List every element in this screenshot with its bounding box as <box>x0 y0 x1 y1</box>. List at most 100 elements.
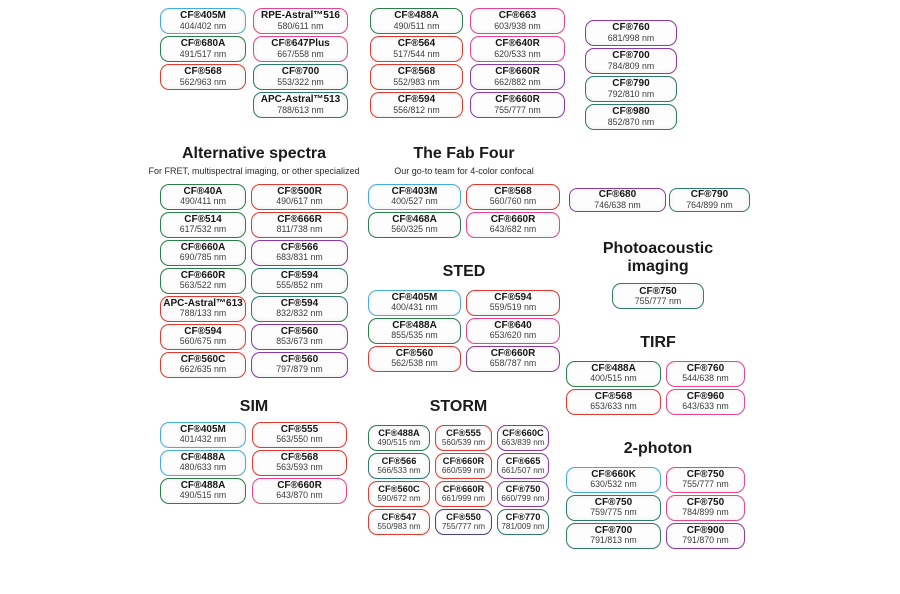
dye-wavelengths: 662/635 nm <box>179 364 227 375</box>
dye-name: CF®594 <box>184 326 222 338</box>
dye-wavelengths: 643/870 nm <box>276 490 323 501</box>
dye-wavelengths: 544/638 nm <box>682 373 729 384</box>
dye-name: CF®568 <box>494 186 532 198</box>
dye-wavelengths: 562/963 nm <box>179 76 227 87</box>
dye-wavelengths: 620/533 nm <box>494 48 541 59</box>
dye-name: CF®760 <box>612 22 650 34</box>
dye-name: CF®488A <box>180 452 226 464</box>
dye-wavelengths: 764/899 nm <box>686 199 733 210</box>
dye-name: CF®594 <box>397 94 436 106</box>
dye-name: CF®640 <box>494 320 532 332</box>
dye-name: CF®594 <box>494 292 532 304</box>
dye-name: CF®555 <box>446 427 481 438</box>
alternative-spectra-subtitle: For FRET, multispectral imaging, or othe… <box>148 165 360 176</box>
dye-wavelengths: 563/550 nm <box>276 434 323 445</box>
dye-name: CF®660R <box>490 348 536 360</box>
dye-wavelengths: 552/983 nm <box>393 76 440 87</box>
dye-name: CF®468A <box>392 214 437 226</box>
dye-wavelengths: 401/432 nm <box>179 434 227 445</box>
dye-name: CF®488A <box>392 320 437 332</box>
dye-name: CF®660R <box>442 483 485 494</box>
dye-name: CF®680A <box>180 38 226 50</box>
dye-wavelengths: 755/777 nm <box>634 295 682 306</box>
dye-name: CF®700 <box>281 66 320 78</box>
dye-wavelengths: 660/799 nm <box>501 494 545 504</box>
dye-name: CF®555 <box>280 424 319 436</box>
dye-wavelengths: 490/515 nm <box>179 490 227 501</box>
dye-name: CF®403M <box>391 186 438 198</box>
dye-wavelengths: 681/998 nm <box>607 32 655 43</box>
dye-name: CF®750 <box>594 497 633 509</box>
dye-wavelengths: 580/611 nm <box>277 20 324 31</box>
sted-heading: STED <box>442 263 486 280</box>
dye-wavelengths: 603/938 nm <box>494 20 541 31</box>
dye-name: CF®488A <box>180 480 226 492</box>
dye-wavelengths: 784/899 nm <box>682 507 729 518</box>
alternative-spectra-heading: Alternative spectra <box>181 145 327 162</box>
dye-name: CF®405M <box>180 10 226 22</box>
dye-name: CF®750 <box>639 285 677 297</box>
dye-name: CF®560 <box>280 354 319 366</box>
dye-wavelengths: 658/787 nm <box>489 358 537 369</box>
dye-name: APC-Astral™513 <box>260 94 341 106</box>
dye-name: CF®760 <box>686 363 725 375</box>
dye-wavelengths: 784/809 nm <box>607 60 655 71</box>
dye-wavelengths: 562/538 nm <box>391 358 438 369</box>
dye-wavelengths: 559/519 nm <box>489 302 537 313</box>
dye-wavelengths: 855/535 nm <box>391 330 438 341</box>
dye-wavelengths: 555/852 nm <box>276 280 323 291</box>
dye-name: CF®594 <box>280 298 319 310</box>
dye-wavelengths: 653/620 nm <box>489 330 537 341</box>
fab-four-subtitle: Our go-to team for 4-color confocal <box>394 165 534 176</box>
dye-wavelengths: 617/532 nm <box>179 224 227 235</box>
photoacoustic-heading: Photoacoustic imaging <box>602 240 714 275</box>
dye-name: RPE-Astral™516 <box>261 10 340 22</box>
dye-name: CF®550 <box>446 511 481 522</box>
dye-wavelengths: 491/517 nm <box>179 48 227 59</box>
dye-wavelengths: 560/325 nm <box>391 224 438 235</box>
dye-wavelengths: 660/599 nm <box>441 466 486 476</box>
dye-name: CF®700 <box>594 525 633 537</box>
dye-wavelengths: 490/515 nm <box>377 438 421 448</box>
